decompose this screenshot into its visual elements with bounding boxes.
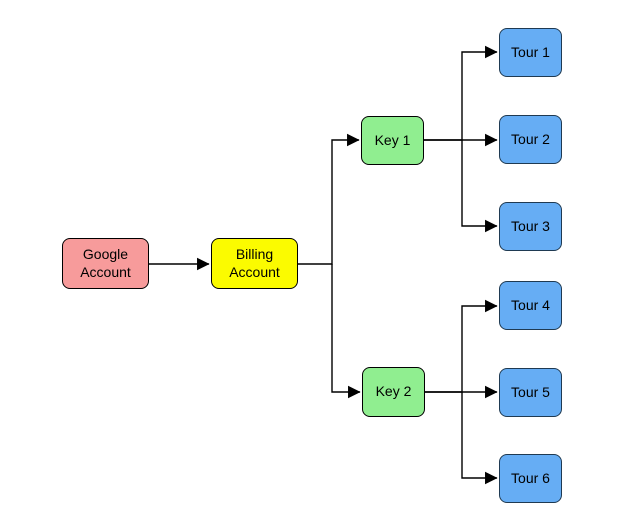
node-google-account-label: Google Account [80,246,131,280]
node-key-2: Key 2 [362,367,425,417]
edge-key-1-to-tour-1 [424,45,498,141]
node-tour-4: Tour 4 [499,281,562,330]
node-key-2-label: Key 2 [375,383,412,400]
node-tour-4-label: Tour 4 [511,296,550,313]
node-tour-5: Tour 5 [499,368,562,417]
node-tour-2: Tour 2 [499,115,562,164]
node-tour-6-label: Tour 6 [511,469,550,486]
edge-key-2-to-tour-4 [425,299,498,393]
node-tour-3: Tour 3 [499,202,562,251]
node-key-1-label: Key 1 [374,131,411,148]
node-key-1: Key 1 [361,116,424,165]
node-tour-1: Tour 1 [499,28,562,77]
node-billing-account: Billing Account [211,238,298,289]
node-tour-6: Tour 6 [499,454,562,503]
node-tour-1-label: Tour 1 [511,43,550,60]
node-google-account: Google Account [62,238,149,289]
edge-billing-account-to-key-2 [331,264,361,399]
node-tour-2-label: Tour 2 [511,130,550,147]
node-billing-account-label: Billing Account [229,246,280,280]
node-tour-5-label: Tour 5 [511,383,550,400]
edge-key-1-to-tour-3 [461,140,498,233]
edge-billing-account-to-key-1 [298,133,360,265]
node-tour-3-label: Tour 3 [511,217,550,234]
edge-key-2-to-tour-6 [461,392,498,485]
